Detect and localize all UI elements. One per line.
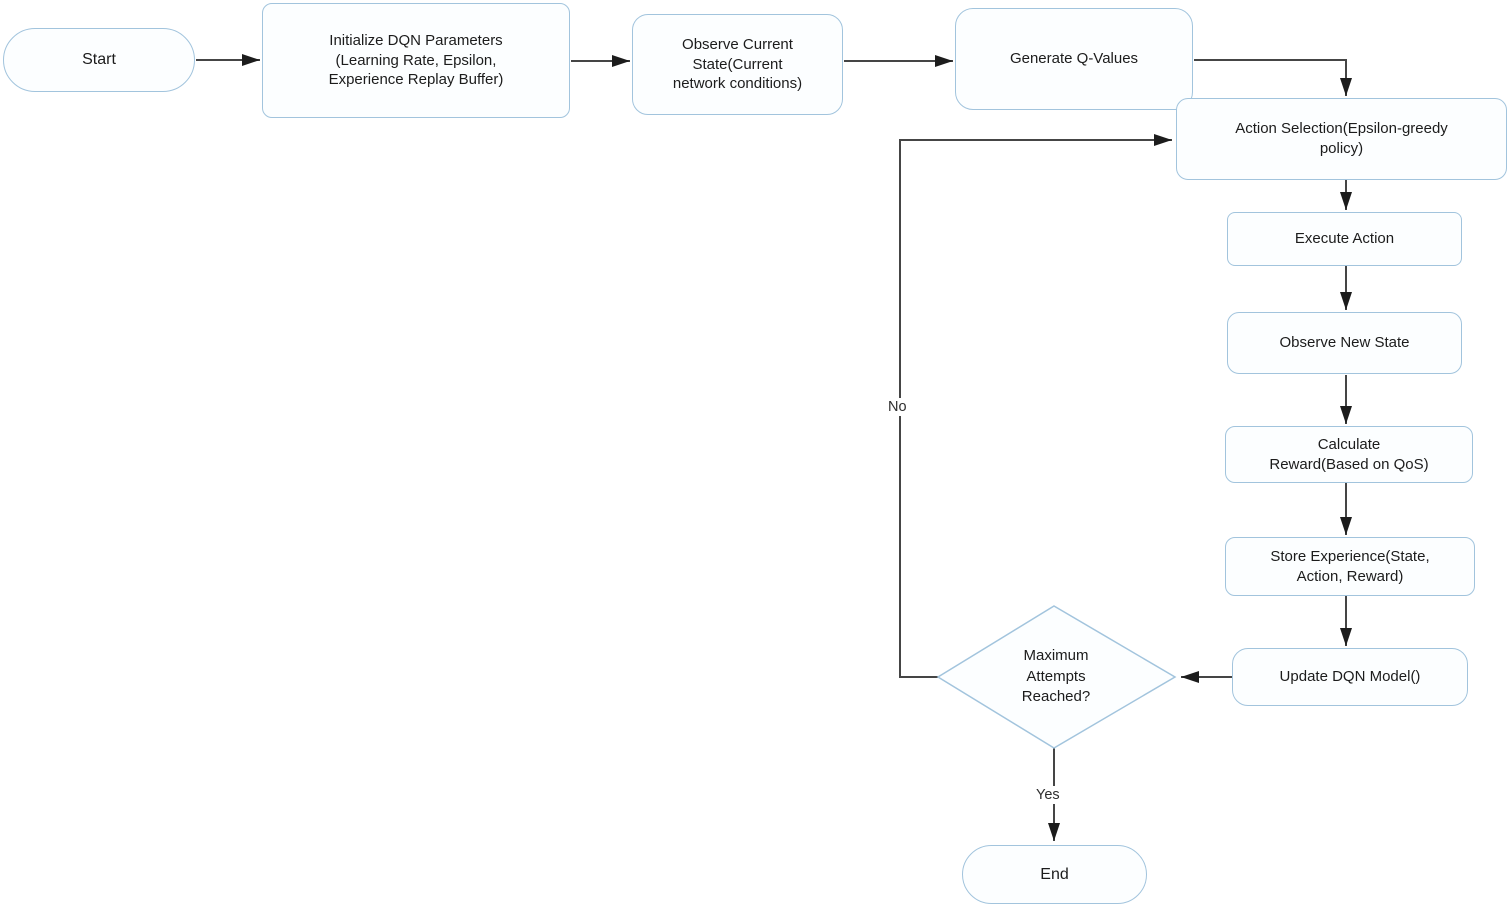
generate-q-values-box: Generate Q-Values (955, 8, 1193, 110)
calculate-reward-box: Calculate Reward(Based on QoS) (1225, 426, 1473, 483)
observe-new-state-box: Observe New State (1227, 312, 1462, 374)
end-terminator: End (962, 845, 1147, 904)
store-experience-box: Store Experience(State, Action, Reward) (1225, 537, 1475, 596)
initialize-dqn-parameters-box: Initialize DQN Parameters (Learning Rate… (262, 3, 570, 118)
edge-label-yes: Yes (1032, 786, 1064, 804)
decision-diamond-shape (936, 605, 1177, 749)
edge-generate-q-to-action-selection (1194, 59, 1352, 96)
execute-action-box: Execute Action (1227, 212, 1462, 266)
action-selection-box: Action Selection(Epsilon-greedy policy) (1176, 98, 1507, 180)
update-dqn-model-box: Update DQN Model() (1232, 648, 1468, 706)
observe-current-state-box: Observe Current State(Current network co… (632, 14, 843, 115)
edge-decision-no-to-action-selection (899, 134, 1172, 678)
edge-label-no: No (884, 398, 911, 416)
start-terminator: Start (3, 28, 195, 92)
